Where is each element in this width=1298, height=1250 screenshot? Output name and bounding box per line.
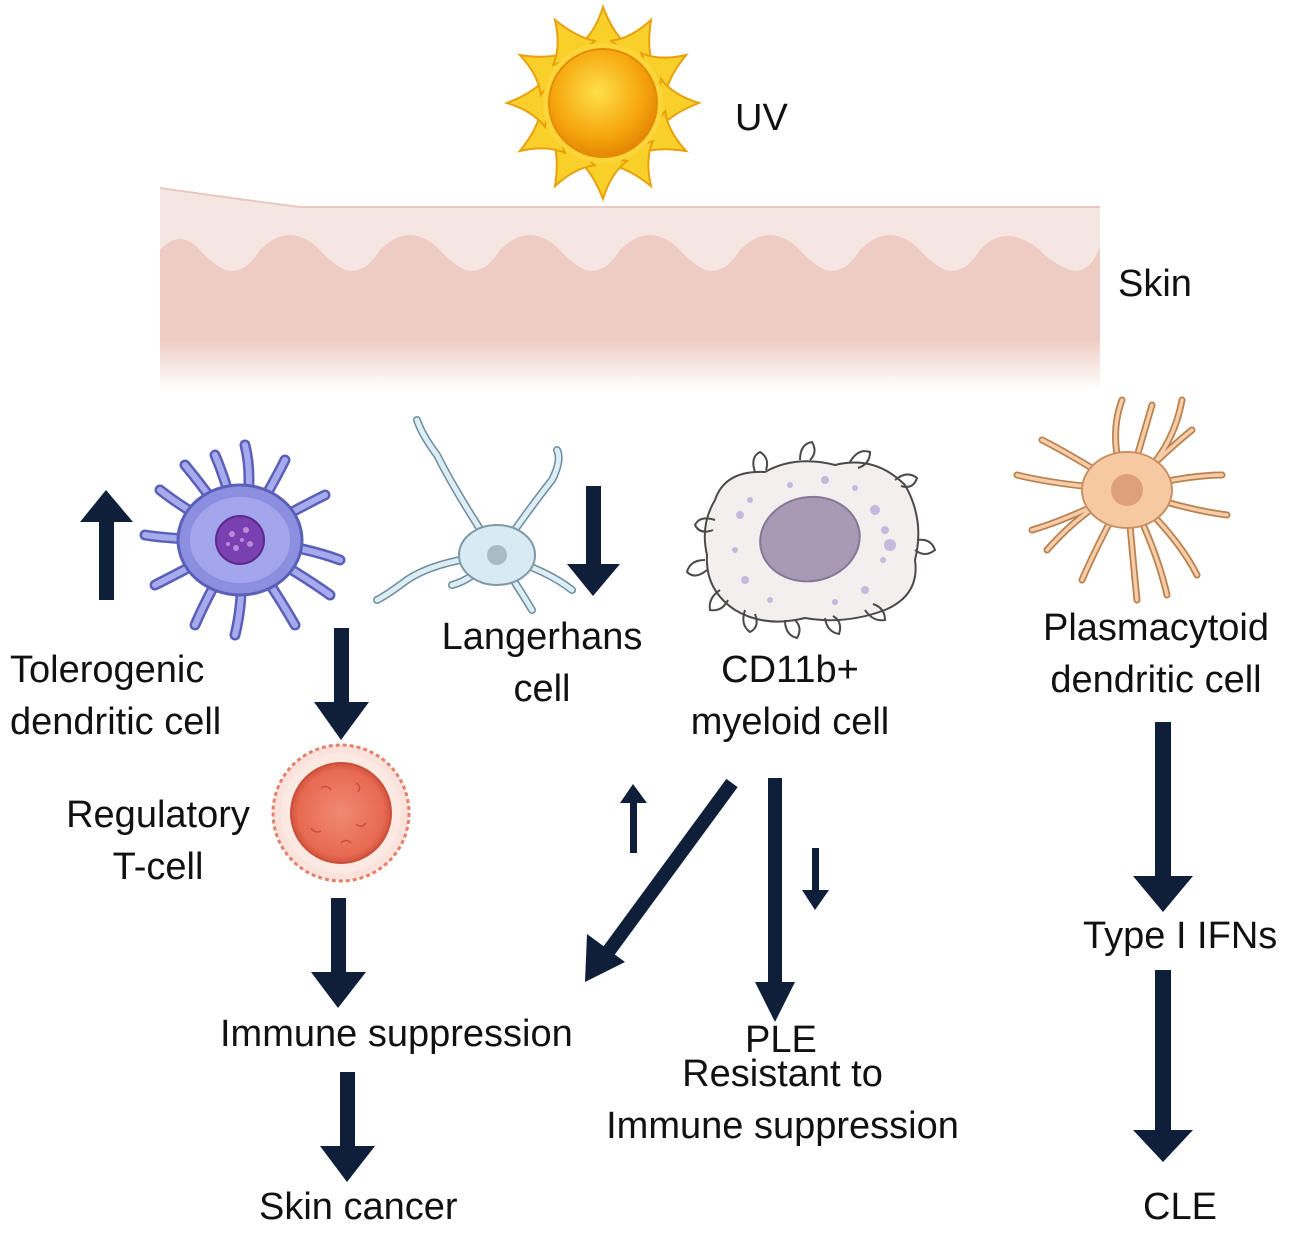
myeloid-cell-icon [685, 440, 937, 640]
t-cell-icon [271, 743, 411, 883]
arrow-myeloid-to-ple [755, 778, 795, 1022]
resistant-label-line2: Immune suppression [606, 1105, 959, 1147]
dendritic-cell-icon [139, 439, 346, 641]
small-increase-arrow [620, 784, 647, 853]
regulatory-label-line1: Regulatory [66, 794, 250, 836]
immune-suppression-label: Immune suppression [220, 1013, 573, 1055]
langerhans-label-line2: cell [513, 668, 571, 710]
plasmacytoid-label: Plasmacytoid dendritic cell [1030, 602, 1282, 706]
cd11b-label-line2: myeloid cell [690, 701, 890, 743]
arrows [80, 486, 1193, 1182]
cd11b-label-line1: CD11b+ [721, 649, 859, 691]
arrow-immune-suppression-to-skin-cancer [320, 1072, 375, 1182]
sun-icon [503, 3, 703, 203]
resistant-label: Resistant to Immune suppression [590, 1048, 975, 1152]
langerhans-cell-icon [373, 416, 576, 614]
tolerogenic-label: Tolerogenic dendritic cell [10, 644, 221, 748]
regulatory-label: Regulatory T-cell [58, 789, 258, 893]
arrow-tolerogenic-to-treg [314, 628, 369, 740]
uv-label: UV [735, 97, 788, 139]
skin-layer [159, 187, 1100, 390]
plasmacytoid-label-line1: Plasmacytoid [1043, 607, 1269, 649]
small-decrease-arrow [802, 848, 829, 910]
plasmacytoid-label-line2: dendritic cell [1050, 659, 1262, 701]
arrow-treg-to-immune-suppression [311, 898, 366, 1008]
ple-label: PLE [745, 1019, 817, 1061]
langerhans-label: Langerhans cell [437, 611, 647, 715]
tolerogenic-label-line2: dendritic cell [10, 701, 222, 743]
cd11b-label: CD11b+ myeloid cell [675, 644, 905, 748]
arrow-ifns-to-cle [1133, 970, 1193, 1162]
arrow-myeloid-to-immune-suppression [585, 778, 738, 982]
resistant-label-line1: Resistant to [682, 1053, 883, 1095]
skin-label: Skin [1118, 263, 1192, 305]
cle-label: CLE [1143, 1186, 1217, 1228]
arrow-pdc-to-ifns [1133, 722, 1193, 912]
langerhans-label-line1: Langerhans [441, 616, 643, 658]
decrease-arrow-langerhans [567, 486, 620, 596]
type1-ifns-label: Type I IFNs [1083, 915, 1278, 957]
regulatory-label-line2: T-cell [112, 846, 204, 888]
increase-arrow-tolerogenic [80, 490, 133, 600]
tolerogenic-label-line1: Tolerogenic [10, 649, 205, 691]
skin-cancer-label: Skin cancer [259, 1186, 458, 1228]
plasmacytoid-cell-icon [1013, 396, 1231, 604]
